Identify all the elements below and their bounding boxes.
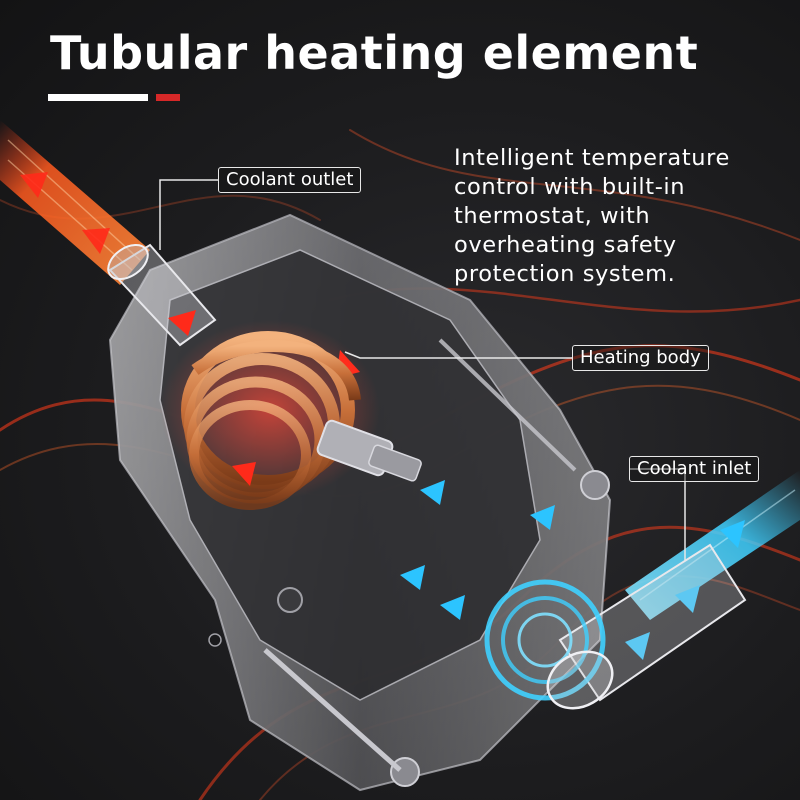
title-underline-red: [156, 94, 180, 101]
inlet-assembly: [400, 480, 747, 710]
description-line: Intelligent temperature: [454, 145, 730, 171]
feature-description: Intelligent temperature control with bui…: [454, 144, 774, 289]
callout-leaders: [159, 179, 686, 560]
callout-heating-body: Heating body: [572, 345, 709, 371]
cold-flow: [625, 470, 800, 660]
description-line: control with built-in: [454, 174, 686, 200]
description-line: overheating safety: [454, 232, 677, 258]
title-underline-white: [48, 94, 148, 101]
copper-coil: [160, 320, 422, 510]
description-line: protection system.: [454, 261, 676, 287]
description-line: thermostat, with: [454, 203, 651, 229]
callout-coolant-inlet: Coolant inlet: [629, 456, 760, 482]
callout-coolant-outlet: Coolant outlet: [218, 167, 362, 193]
hot-flow: [0, 120, 150, 285]
page-title: Tubular heating element: [50, 26, 699, 80]
